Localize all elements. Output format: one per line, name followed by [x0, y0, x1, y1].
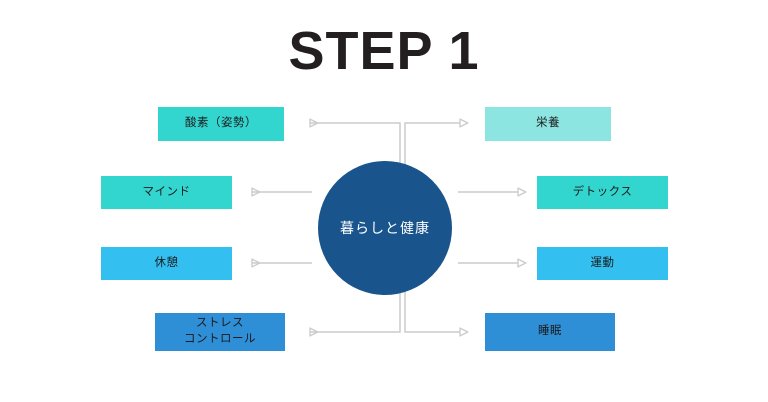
- node-left-stress-control-label-line2: コントロール: [184, 333, 256, 345]
- node-right-exercise-label: 運動: [590, 256, 615, 269]
- page-title: STEP 1: [288, 21, 480, 81]
- center-node[interactable]: 暮らしと健康: [318, 161, 452, 295]
- connector-right-1: [404, 123, 460, 165]
- node-right-sleep[interactable]: 睡眠: [485, 313, 615, 351]
- node-left-oxygen-label: 酸素（姿勢）: [185, 117, 257, 130]
- node-left-rest[interactable]: 休憩: [101, 247, 232, 280]
- node-left-oxygen[interactable]: 酸素（姿勢）: [158, 107, 284, 141]
- node-right-nutrition[interactable]: 栄養: [485, 107, 611, 141]
- node-left-mind[interactable]: マインド: [101, 176, 232, 209]
- connector-left-1: [310, 123, 401, 165]
- node-right-detox-label: デトックス: [572, 185, 633, 198]
- connector-right-4: [404, 290, 460, 332]
- node-right-nutrition-label: 栄養: [536, 117, 560, 130]
- node-left-stress-control-label-line1: ストレス: [196, 317, 244, 330]
- node-right-sleep-label: 睡眠: [538, 325, 562, 338]
- connector-left-4: [310, 290, 401, 332]
- node-left-stress-control[interactable]: ストレス コントロール: [155, 313, 285, 351]
- node-right-exercise[interactable]: 運動: [537, 247, 668, 280]
- node-left-rest-label: 休憩: [154, 256, 179, 269]
- node-left-mind-label: マインド: [142, 185, 191, 198]
- center-node-label: 暮らしと健康: [340, 220, 430, 236]
- node-right-detox[interactable]: デトックス: [537, 176, 668, 209]
